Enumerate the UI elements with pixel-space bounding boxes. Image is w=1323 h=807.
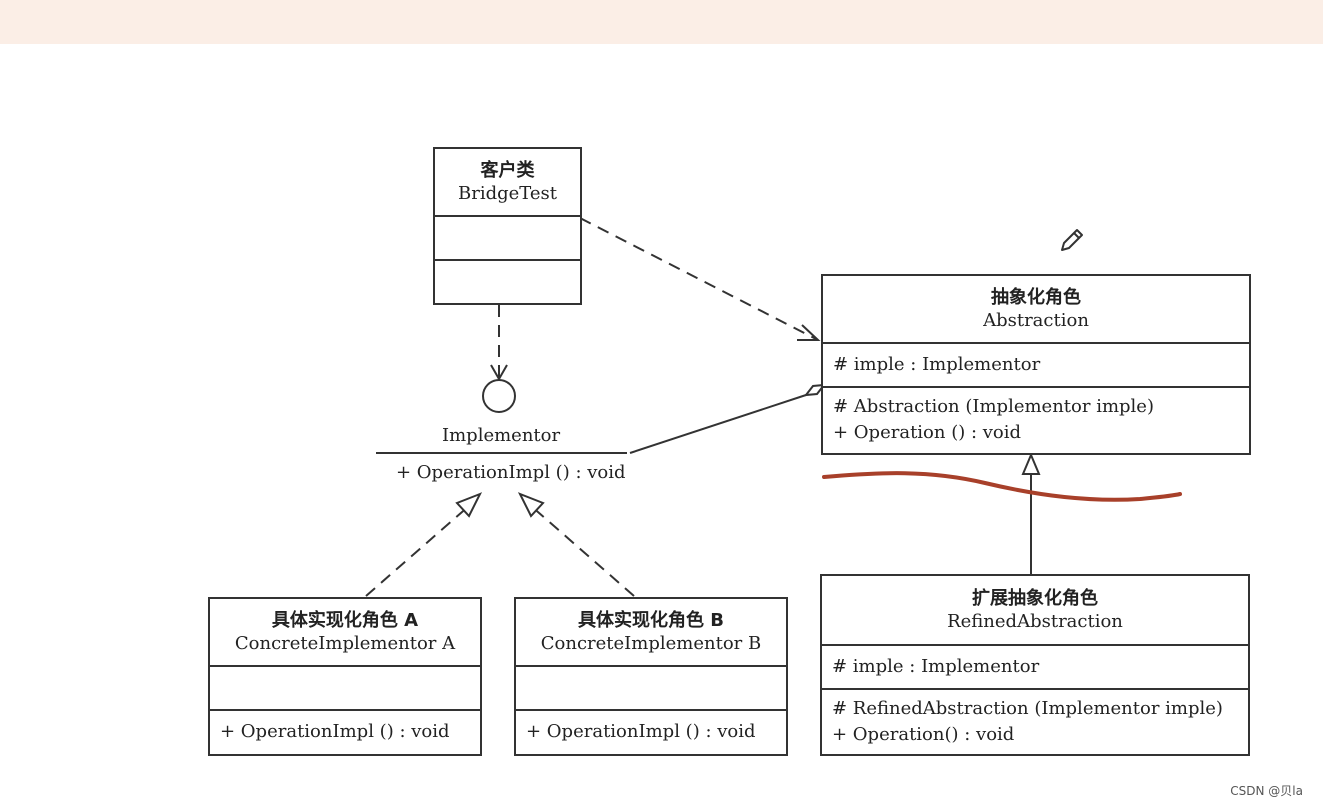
abstraction-attribute: # imple : Implementor: [833, 354, 1041, 375]
realization-b-arrowhead: [517, 492, 545, 518]
aggregation-line: [629, 394, 807, 454]
refined-abstraction-class-box: 扩展抽象化角色 RefinedAbstraction # imple : Imp…: [820, 574, 1250, 756]
pencil-icon[interactable]: [1058, 226, 1086, 254]
concrete-a-methods: + OperationImpl () : void: [210, 711, 480, 745]
client-class-name: 客户类 BridgeTest: [435, 149, 580, 217]
concrete-b-operation: + OperationImpl () : void: [526, 721, 756, 742]
concrete-implementor-a-box: 具体实现化角色 A ConcreteImplementor A + Operat…: [208, 597, 482, 756]
client-class-box: 客户类 BridgeTest: [433, 147, 582, 305]
concrete-a-attributes: [210, 667, 480, 711]
refined-method: # RefinedAbstraction (Implementor imple): [832, 698, 1223, 719]
refined-method: + Operation() : void: [832, 724, 1015, 745]
client-attributes: [435, 217, 580, 261]
refined-en-name: RefinedAbstraction: [947, 611, 1123, 632]
abstraction-class-box: 抽象化角色 Abstraction # imple : Implementor …: [821, 274, 1251, 455]
abstraction-attributes: # imple : Implementor: [823, 344, 1249, 388]
concrete-b-name: 具体实现化角色 B ConcreteImplementor B: [516, 599, 786, 667]
client-abstraction-dependency: [579, 217, 819, 341]
concrete-b-methods: + OperationImpl () : void: [516, 711, 786, 745]
implementor-operation: + OperationImpl () : void: [396, 462, 626, 483]
client-cn-name: 客户类: [480, 160, 535, 181]
concrete-a-operation: + OperationImpl () : void: [220, 721, 450, 742]
dependency-arrowhead: [797, 324, 821, 341]
client-methods: [435, 261, 580, 303]
top-bar: [0, 0, 1323, 44]
concrete-implementor-b-box: 具体实现化角色 B ConcreteImplementor B + Operat…: [514, 597, 788, 756]
abstraction-method: # Abstraction (Implementor imple): [833, 396, 1154, 417]
concrete-a-cn-name: 具体实现化角色 A: [271, 610, 419, 631]
concrete-a-en-name: ConcreteImplementor A: [234, 633, 456, 654]
inheritance-arrowhead: [1021, 452, 1041, 475]
realization-a-arrowhead: [455, 492, 483, 518]
abstraction-cn-name: 抽象化角色: [991, 287, 1081, 308]
watermark: CSDN @贝la: [1230, 784, 1303, 798]
concrete-b-cn-name: 具体实现化角色 B: [578, 610, 724, 631]
realization-b: [529, 504, 635, 597]
interface-lollipop: [482, 379, 516, 413]
abstraction-methods: # Abstraction (Implementor imple) + Oper…: [823, 388, 1249, 446]
refined-attribute: # imple : Implementor: [832, 656, 1040, 677]
abstraction-en-name: Abstraction: [983, 310, 1089, 331]
concrete-a-name: 具体实现化角色 A ConcreteImplementor A: [210, 599, 480, 667]
handdrawn-annotation-stroke: [822, 471, 1182, 502]
abstraction-method: + Operation () : void: [833, 422, 1022, 443]
implementor-name: Implementor: [442, 425, 561, 446]
client-en-name: BridgeTest: [457, 183, 558, 204]
concrete-b-en-name: ConcreteImplementor B: [540, 633, 762, 654]
realization-a: [365, 504, 471, 597]
refined-cn-name: 扩展抽象化角色: [972, 588, 1098, 609]
refined-methods: # RefinedAbstraction (Implementor imple)…: [822, 690, 1248, 748]
refined-attributes: # imple : Implementor: [822, 646, 1248, 690]
refined-class-name: 扩展抽象化角色 RefinedAbstraction: [822, 576, 1248, 646]
concrete-b-attributes: [516, 667, 786, 711]
abstraction-class-name: 抽象化角色 Abstraction: [823, 276, 1249, 344]
